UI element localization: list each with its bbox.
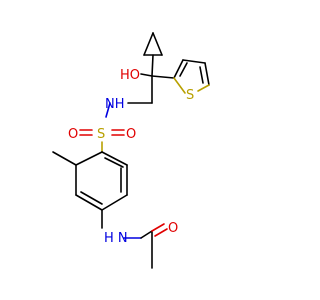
- methyl-bond: [52, 151, 77, 166]
- sulfonyl-o-right-label: O: [126, 127, 136, 142]
- hydroxyl-label: HO: [120, 68, 140, 83]
- molecule-canvas: HO NH S O O S H N O: [52, 32, 210, 269]
- structure-diagram: HO NH S O O S H N O: [52, 32, 210, 269]
- thiophene-ring: [173, 59, 210, 94]
- carbinol-bonds: [127, 54, 175, 104]
- sulfonamide-nh-label: NH: [105, 97, 125, 112]
- benzene-ring: [75, 151, 128, 211]
- acetamide-bonds: [101, 209, 168, 269]
- sulfonamide-bonds: [79, 102, 125, 153]
- carbonyl-o-label: O: [168, 221, 178, 236]
- sulfonyl-s-label: S: [97, 127, 105, 142]
- cyclopropyl-ring: [143, 32, 163, 56]
- thiophene-s-label: S: [186, 88, 194, 103]
- acetamide-nh-label: H N: [104, 231, 128, 246]
- sulfonyl-o-left-label: O: [68, 127, 78, 142]
